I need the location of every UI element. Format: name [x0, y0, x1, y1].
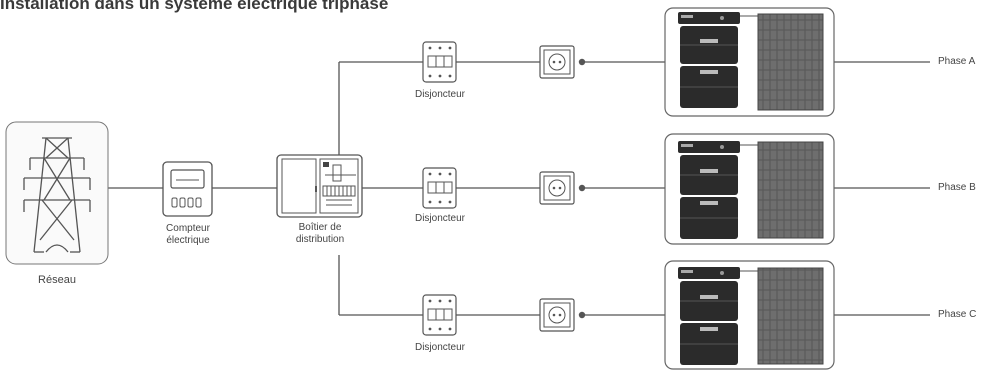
distribution-box-label-line1: Boîtier de [298, 222, 342, 233]
meter-label: Compteur électrique [150, 223, 226, 247]
distribution-box-label: Boîtier de distribution [282, 222, 358, 246]
socket-icon-c [539, 298, 586, 332]
phase-label-b: Phase B [938, 182, 976, 193]
breaker-icon-c [422, 294, 457, 336]
socket-icon-a [539, 45, 586, 79]
diagram-title: Installation dans un système électrique … [0, 0, 389, 13]
meter-label-line2: électrique [166, 235, 210, 246]
phase-label-a: Phase A [938, 56, 976, 67]
breaker-icon-b [422, 167, 457, 209]
storage-system-a [664, 7, 835, 117]
connection-lines [108, 61, 930, 316]
breaker-label-b: Disjoncteur [414, 213, 466, 224]
grid-label: Réseau [38, 274, 76, 286]
storage-system-b [664, 133, 835, 245]
breaker-icon-a [422, 41, 457, 83]
distribution-box-icon [276, 154, 363, 218]
electric-meter-icon [162, 161, 213, 217]
phase-label-c: Phase C [938, 309, 977, 320]
grid-tower [5, 121, 109, 265]
breaker-label-c: Disjoncteur [414, 342, 466, 353]
socket-icon-b [539, 171, 586, 205]
breaker-label-a: Disjoncteur [414, 89, 466, 100]
distribution-box-label-line2: distribution [295, 234, 345, 245]
meter-label-line1: Compteur [166, 223, 210, 234]
storage-system-c [664, 260, 835, 370]
